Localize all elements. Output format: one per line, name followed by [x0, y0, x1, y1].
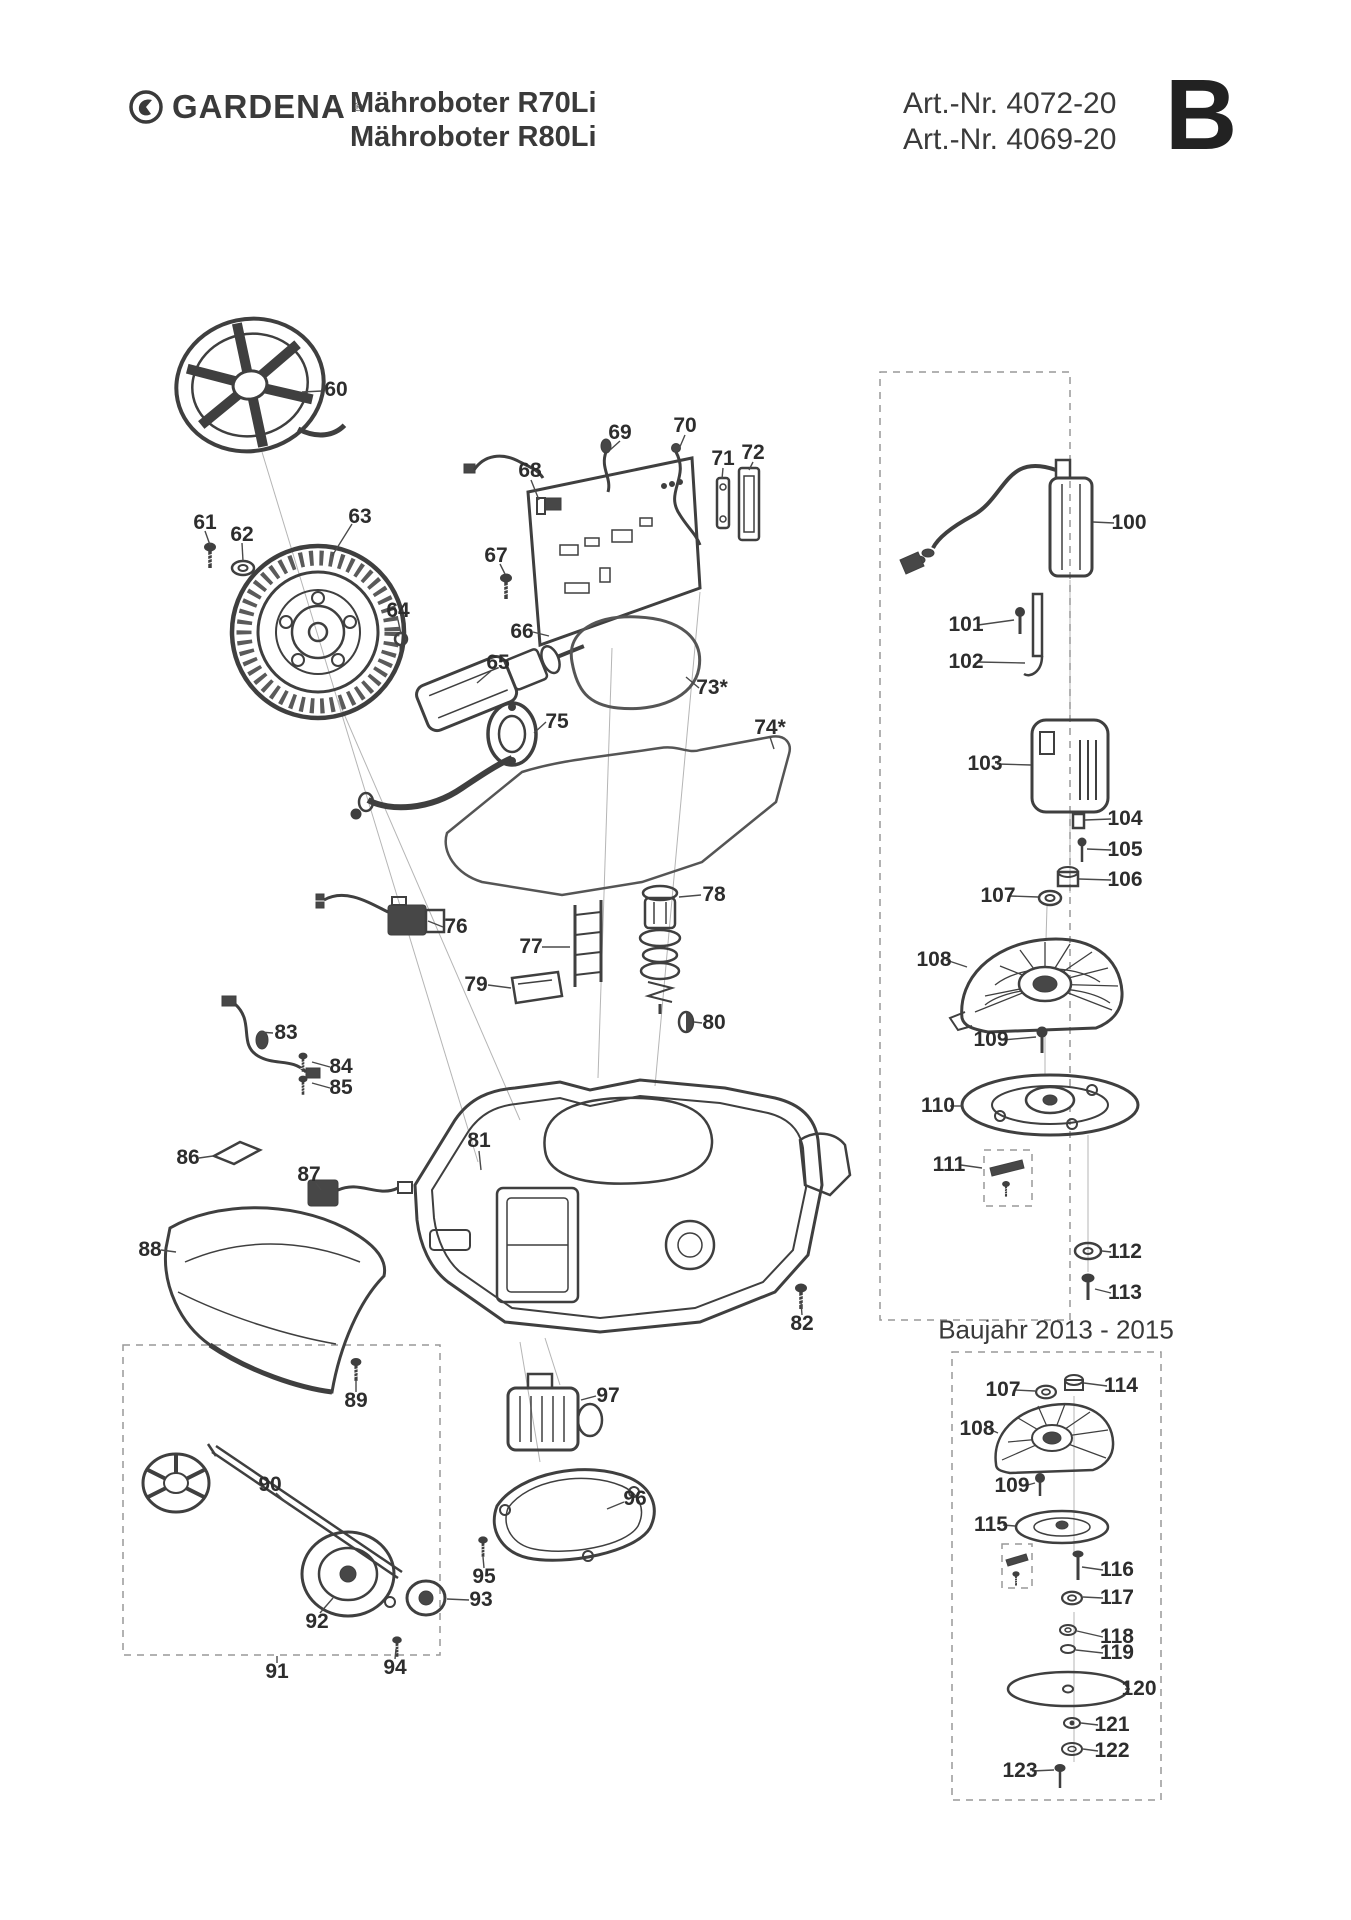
model-titles: Mähroboter R70Li Mähroboter R80Li — [350, 86, 597, 154]
part-screw-67 — [498, 571, 514, 601]
part-cable-69 — [600, 438, 612, 493]
part-bracket-102 — [1023, 592, 1044, 677]
brand-logo: GARDENA ® — [128, 88, 363, 126]
part-sleeve-104 — [1071, 812, 1086, 830]
model-title-2: Mähroboter R80Li — [350, 121, 597, 153]
part-washer-62 — [230, 559, 256, 577]
part-blade-guard-108b — [994, 1402, 1115, 1475]
part-plate-71 — [715, 476, 731, 530]
part-connector-87 — [307, 1179, 413, 1207]
part-pin-116 — [1072, 1550, 1084, 1580]
right-assembly-dashed-box — [879, 371, 1071, 1321]
part-washer-118 — [1059, 1624, 1077, 1636]
part-washer-121 — [1063, 1717, 1081, 1729]
brand-registered-mark: ® — [353, 100, 363, 114]
part-cable-83 — [221, 995, 321, 1079]
part-blade-disc-110 — [960, 1073, 1140, 1137]
blade-kit-small-dashed-box — [1001, 1543, 1033, 1589]
part-cover-96 — [492, 1468, 656, 1562]
gardena-logo-icon — [129, 90, 163, 124]
construction-lines — [261, 451, 1089, 1762]
part-cable-68 — [463, 454, 546, 515]
part-plate-72 — [737, 466, 761, 542]
part-washer-107 — [1037, 889, 1063, 907]
part-box-79 — [510, 970, 564, 1005]
part-front-axle-90 — [141, 1443, 403, 1580]
part-blade-111b — [1005, 1553, 1029, 1587]
part-friction-plate-120 — [1006, 1670, 1130, 1708]
leader-lines — [160, 390, 1130, 1772]
part-hubcap-60 — [174, 316, 347, 454]
part-flange-75 — [486, 701, 538, 767]
part-blade-disc-115 — [1014, 1509, 1110, 1545]
part-screw-109b — [1035, 1473, 1045, 1496]
article-numbers: Art.-Nr. 4072-20 Art.-Nr. 4069-20 — [903, 86, 1116, 158]
part-blade-111 — [989, 1159, 1025, 1198]
part-washer-122 — [1061, 1742, 1083, 1756]
part-small-hub-93 — [405, 1579, 447, 1617]
part-washer-107b — [1034, 1384, 1058, 1400]
part-body-shell-88 — [163, 1206, 387, 1395]
part-gasket-73 — [569, 615, 702, 711]
part-screw-113 — [1081, 1273, 1095, 1300]
part-bracket-86 — [211, 1140, 263, 1166]
baujahr-dashed-box — [951, 1351, 1162, 1801]
part-cable-70 — [671, 443, 702, 546]
page-letter: B — [1165, 59, 1238, 171]
part-motor-housing-103 — [1030, 718, 1110, 814]
part-coupler-106 — [1056, 866, 1080, 888]
part-pcb-66 — [526, 456, 702, 648]
part-screw-109 — [1036, 1026, 1048, 1053]
part-nut-114 — [1064, 1374, 1084, 1391]
part-screw-89 — [349, 1356, 363, 1383]
part-washer-112 — [1073, 1241, 1103, 1261]
dashed-boxes — [122, 371, 1162, 1801]
brand-name: GARDENA — [172, 88, 346, 125]
part-clip-80 — [677, 1010, 695, 1034]
blade-kit-dashed-box — [983, 1149, 1033, 1207]
part-bracket-77 — [573, 900, 603, 987]
baujahr-section-label: Baujahr 2013 - 2015 — [938, 1314, 1174, 1345]
part-screw-85 — [297, 1074, 309, 1097]
part-washer-117 — [1060, 1590, 1084, 1606]
part-washer-119 — [1060, 1644, 1076, 1654]
part-screw-94 — [390, 1635, 404, 1659]
part-screw-61 — [202, 540, 218, 570]
article-number-1: Art.-Nr. 4072-20 — [903, 87, 1117, 120]
part-motor-97 — [506, 1372, 604, 1452]
front-wheel-dashed-box — [122, 1344, 441, 1656]
part-motor-100 — [899, 458, 1094, 578]
part-screw-95 — [476, 1535, 490, 1559]
part-motor-65 — [350, 644, 585, 820]
part-screw-101 — [1015, 607, 1025, 634]
part-screw-105 — [1077, 837, 1087, 862]
part-blade-guard-108 — [948, 937, 1124, 1034]
part-screw-123 — [1054, 1764, 1066, 1788]
part-damper-78 — [638, 884, 682, 1014]
part-connector-76 — [315, 893, 446, 936]
model-title-1: Mähroboter R70Li — [350, 87, 597, 119]
part-bolt-64 — [393, 631, 409, 656]
part-wheel-hub-92 — [300, 1530, 396, 1618]
part-wheel-63 — [229, 543, 407, 721]
article-number-2: Art.-Nr. 4069-20 — [903, 123, 1117, 156]
part-chassis-81 — [413, 1078, 852, 1334]
